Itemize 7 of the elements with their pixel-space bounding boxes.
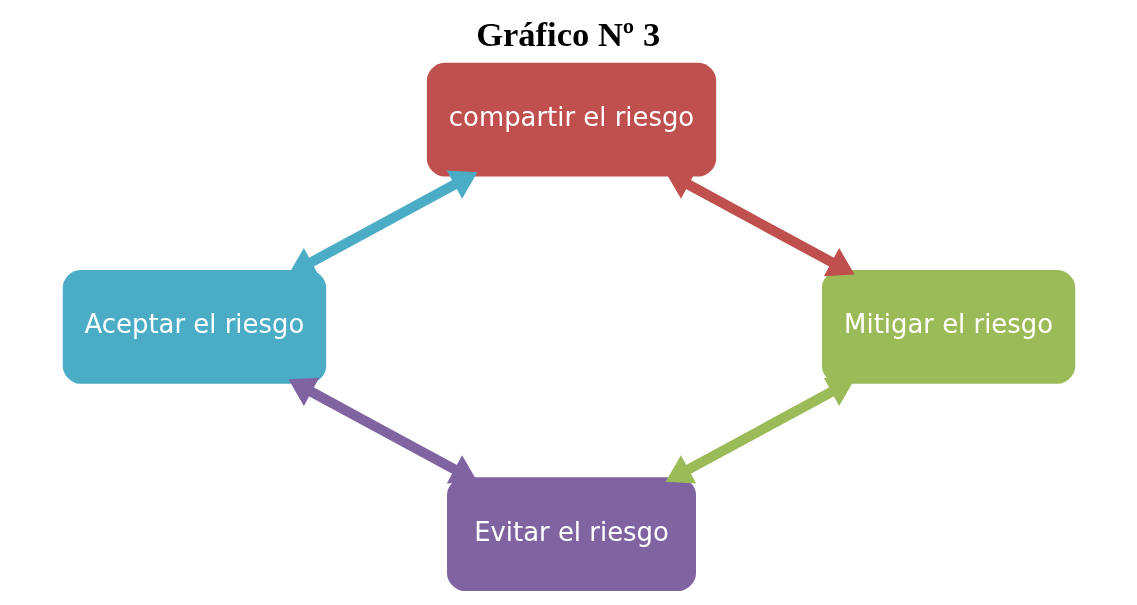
node-box: Aceptar el riesgo <box>62 270 326 384</box>
arrow <box>665 377 855 484</box>
node-box: Evitar el riesgo <box>446 477 696 592</box>
diagram-title: Gráfico Nº 3 <box>475 14 660 53</box>
node-box: compartir el riesgo <box>426 62 716 177</box>
arrow <box>288 377 477 484</box>
node-box: Mitigar el riesgo <box>821 270 1075 384</box>
